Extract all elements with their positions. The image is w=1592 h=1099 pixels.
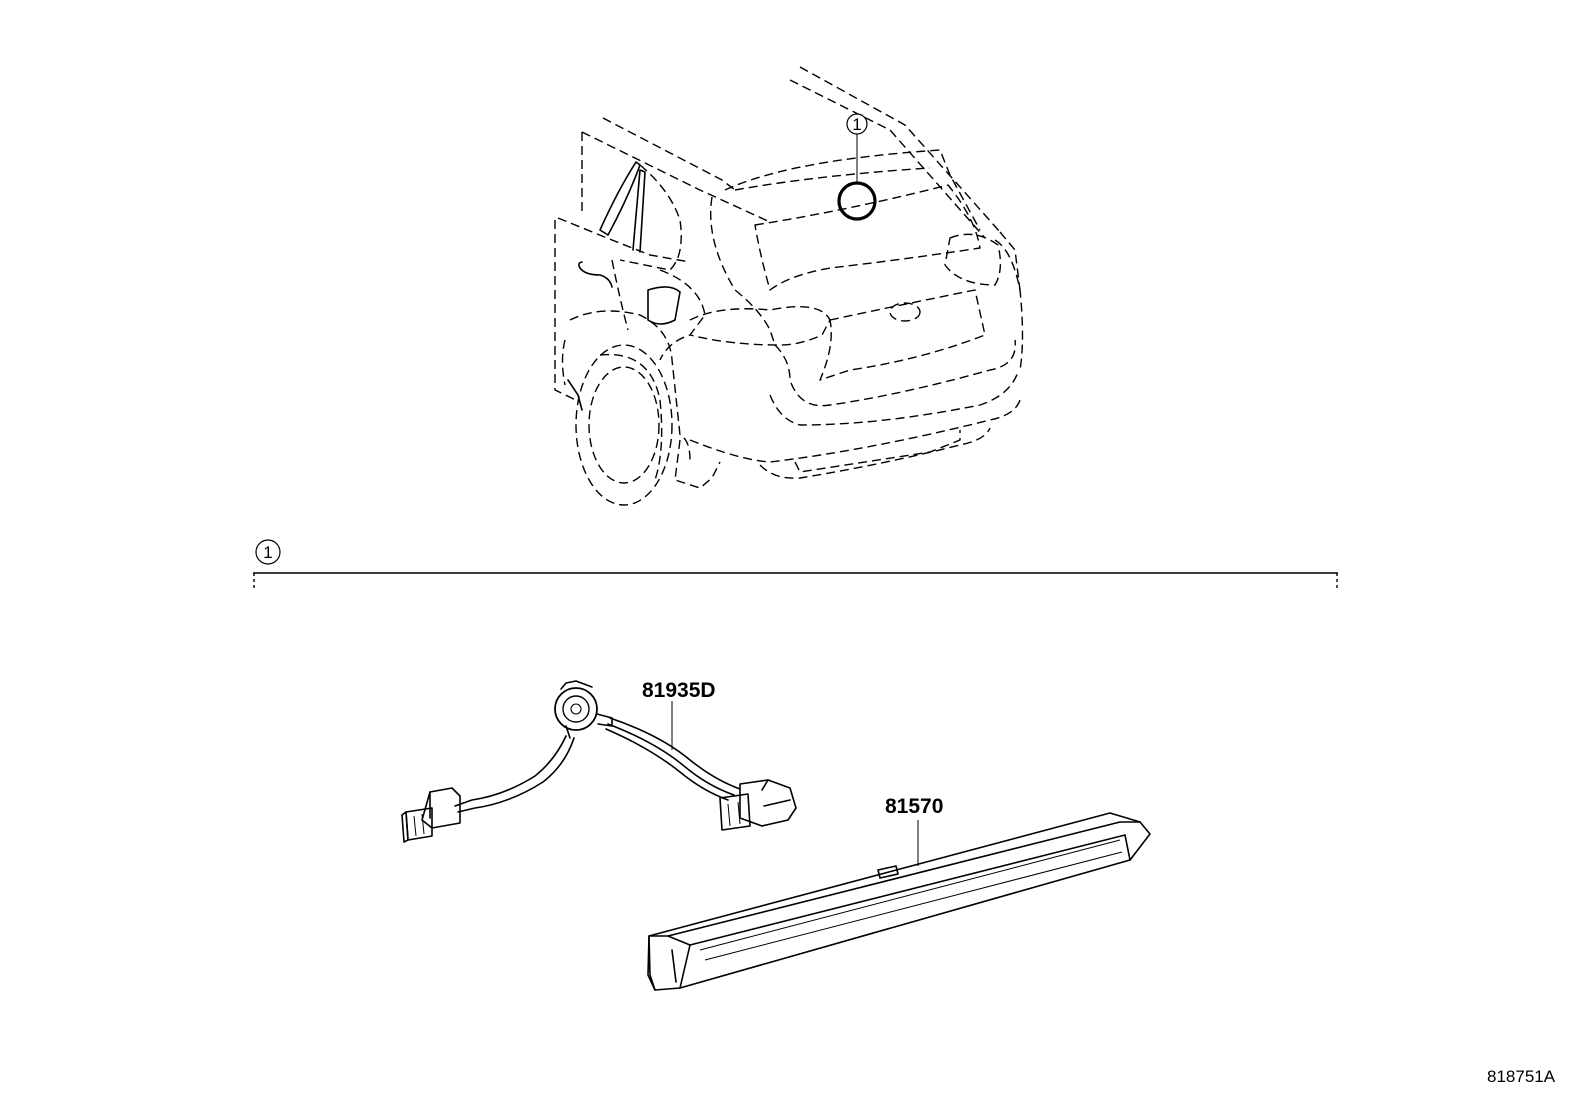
callout-1-vehicle-label: 1 <box>852 115 861 134</box>
diagram-reference-number: 818751A <box>1487 1067 1556 1086</box>
part-81935d-socket-wire <box>401 680 797 843</box>
part-number-81570: 81570 <box>885 795 943 818</box>
part-number-81935d: 81935D <box>642 679 716 702</box>
stop-lamp-location-circle <box>837 181 877 221</box>
part-81570-stop-lamp <box>647 812 1151 991</box>
callout-1-group-label: 1 <box>263 543 272 562</box>
vehicle-rear-illustration <box>554 66 1024 506</box>
callout-1-vehicle: 1 <box>846 113 868 135</box>
group-bracket-1: 1 <box>253 539 1338 591</box>
